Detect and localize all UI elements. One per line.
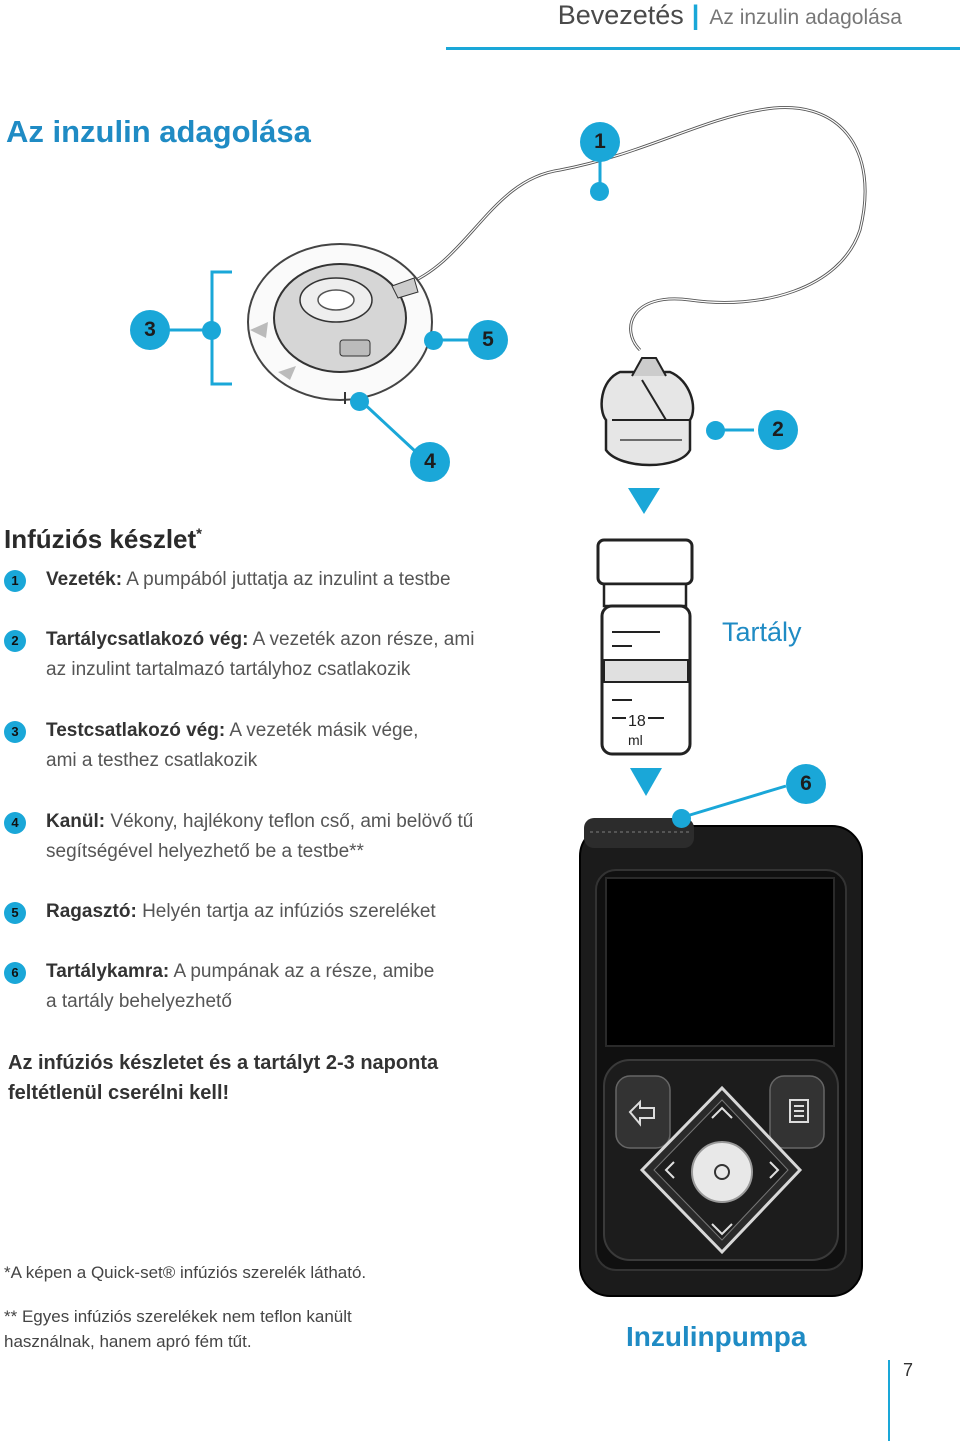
- callout-5-marker: [424, 331, 443, 350]
- callout-4: 4: [410, 442, 450, 482]
- list-number-1: 1: [4, 570, 26, 592]
- callout-6: 6: [786, 764, 826, 804]
- reservoir-connector: [600, 357, 695, 467]
- header-subsection: Az inzulin adagolása: [709, 6, 902, 29]
- reservoir-scale-unit: ml: [628, 732, 643, 748]
- up-icon: [711, 1106, 733, 1119]
- list-number-3: 3: [4, 721, 26, 743]
- back-icon: [628, 1099, 655, 1127]
- select-button: [691, 1141, 753, 1203]
- body-connector: [247, 243, 433, 401]
- footnote-2: ** Egyes infúziós szerelékek nem teflon …: [4, 1307, 352, 1351]
- select-icon: [714, 1164, 730, 1180]
- pump-label: Inzulinpumpa: [626, 1321, 807, 1352]
- header-rule: [446, 47, 960, 50]
- callout-5: 5: [468, 320, 508, 360]
- left-icon: [664, 1161, 675, 1179]
- callout-1-marker: [590, 182, 609, 201]
- insulin-pump: [579, 818, 863, 1297]
- header-section: Bevezetés: [557, 0, 684, 30]
- list-number-5: 5: [4, 902, 26, 924]
- reservoir-label: Tartály: [722, 617, 802, 647]
- callout-4-marker: [350, 392, 369, 411]
- header-separator: |: [691, 0, 700, 30]
- list-number-2: 2: [4, 630, 26, 652]
- list-number-4: 4: [4, 812, 26, 834]
- right-icon: [769, 1161, 780, 1179]
- back-button: [615, 1075, 671, 1149]
- down-arrow-upper: [628, 488, 660, 514]
- list-item: Vezeték: A pumpából juttatja az inzulint…: [46, 569, 451, 590]
- list-item: Kanül: Vékony, hajlékony teflon cső, ami…: [46, 811, 474, 862]
- list-item: Tartálycsatlakozó vég: A vezeték azon ré…: [46, 629, 475, 680]
- reservoir: 18 ml: [596, 538, 694, 756]
- running-header: Bevezetés| Az inzulin adagolása: [558, 0, 902, 31]
- page-number: 7: [903, 1360, 914, 1380]
- list-number-6: 6: [4, 962, 26, 984]
- callout-2: 2: [758, 410, 798, 450]
- list-item: Tartálykamra: A pumpának az a része, ami…: [46, 961, 435, 1012]
- list-item: Ragasztó: Helyén tartja az infúziós szer…: [46, 901, 436, 922]
- callout-2-marker: [706, 421, 725, 440]
- footnote-1: *A képen a Quick-set® infúziós szerelék …: [4, 1263, 367, 1282]
- down-icon: [711, 1223, 733, 1236]
- callout-6-marker: [672, 809, 691, 828]
- page-title: Az inzulin adagolása: [6, 114, 311, 149]
- list-item: Testcsatlakozó vég: A vezeték másik vége…: [46, 720, 419, 771]
- page-number-rule: [888, 1360, 890, 1441]
- replacement-warning: Az infúziós készletet és a tartályt 2-3 …: [8, 1052, 439, 1104]
- callout-3: 3: [130, 310, 170, 350]
- menu-icon: [789, 1099, 809, 1123]
- reservoir-scale-value: 18: [628, 713, 646, 730]
- title-asterisk: *: [196, 525, 202, 543]
- callout-1: 1: [580, 122, 620, 162]
- infusion-set-title: Infúziós készlet*: [4, 524, 202, 554]
- callout-3-marker: [202, 321, 221, 340]
- down-arrow-lower: [630, 768, 662, 796]
- pump-screen: [605, 877, 835, 1047]
